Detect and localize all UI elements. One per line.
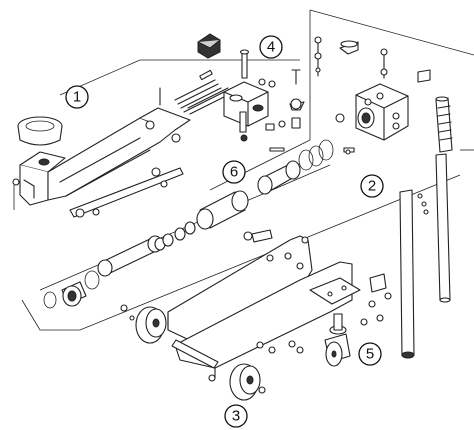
callout-1: 1	[65, 85, 89, 109]
callout-3: 3	[224, 404, 248, 428]
callout-label-3: 3	[232, 408, 240, 425]
callout-label-6: 6	[230, 164, 238, 181]
frame-assembly	[120, 229, 353, 401]
pump-head-assembly	[159, 33, 305, 142]
callout-6: 6	[222, 160, 246, 184]
caster-assembly	[309, 273, 392, 367]
callout-label-5: 5	[366, 346, 374, 363]
cylinder-assembly	[43, 139, 351, 309]
valve-block-assembly	[314, 36, 431, 153]
callout-5: 5	[358, 342, 382, 366]
callout-label-4: 4	[267, 39, 275, 56]
callout-2: 2	[360, 174, 384, 198]
lift-arm-assembly	[12, 107, 191, 218]
callout-4: 4	[259, 35, 283, 59]
handle-assembly	[399, 96, 453, 359]
callout-label-2: 2	[368, 178, 376, 195]
callout-label-1: 1	[73, 89, 81, 106]
